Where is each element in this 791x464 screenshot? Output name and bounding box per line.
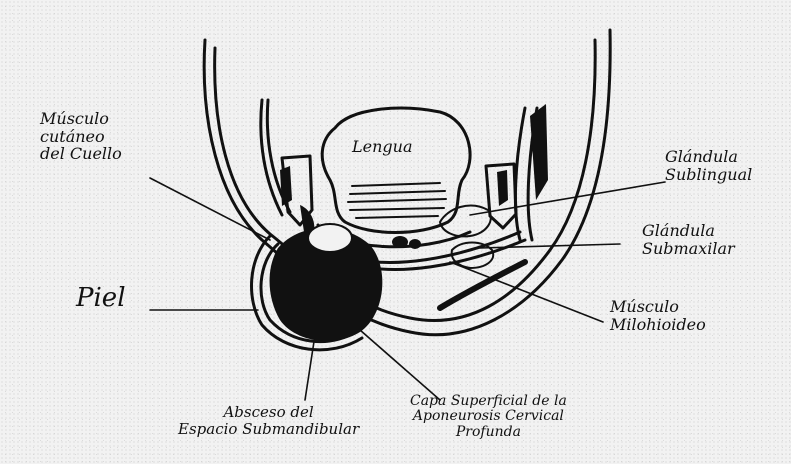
label-fascia-layer: Capa Superficial de la Aponeurosis Cervi… [410,394,567,440]
mandible-right [515,108,525,240]
leader-cutaneous [150,178,270,240]
label-skin: Piel [76,284,126,313]
label-cutaneous-muscle: Músculo cutáneo del Cuello [40,110,122,163]
leader-abscess [305,335,315,400]
label-sublingual-gland: Glándula Sublingual [665,148,752,183]
mylohyoid-band [440,262,525,308]
label-abscess: Absceso del Espacio Submandibular [178,404,359,437]
leader-fascia [360,330,440,400]
label-mylohyoid-muscle: Músculo Milohioideo [610,298,706,333]
label-submaxillary-gland: Glándula Submaxilar [642,222,735,257]
outer-contour [204,30,610,335]
leader-submaxillary [480,244,620,248]
label-tongue: Lengua [352,138,412,156]
